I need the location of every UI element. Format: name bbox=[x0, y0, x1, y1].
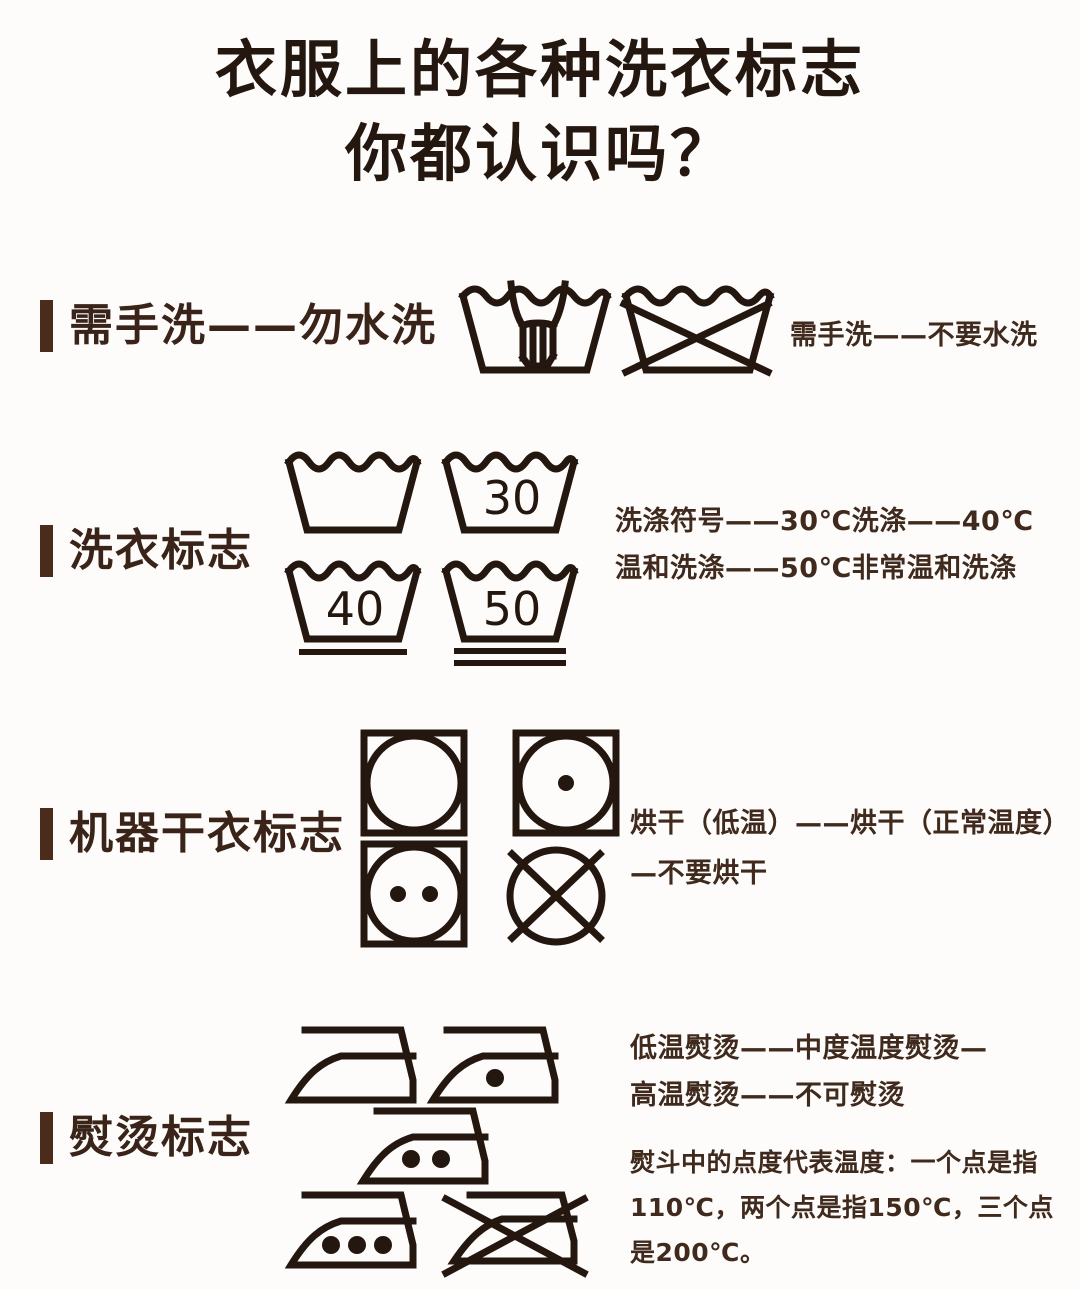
wash-tub-50-value: 50 bbox=[483, 582, 542, 636]
section-washing-label-text: 洗衣标志 bbox=[69, 525, 253, 576]
do-not-wash-tub-icon bbox=[618, 282, 778, 378]
section-ironing-note: 熨斗中的点度代表温度：一个点是指110℃，两个点是指150℃，三个点是200℃。 bbox=[630, 1148, 1054, 1267]
section-ironing-label: 熨烫标志 bbox=[40, 1112, 253, 1164]
section-ironing-label-text: 熨烫标志 bbox=[69, 1112, 253, 1163]
iron-three-dots-icon bbox=[283, 1187, 423, 1273]
title-line-2: 你都认识吗？ bbox=[344, 117, 735, 190]
wash-tub-plain-icon bbox=[283, 446, 423, 542]
section-tumble-dry-label-text: 机器干衣标志 bbox=[69, 808, 345, 859]
section-tumble-dry-caption-line-1: 烘干（低温）——烘干（正常温度） bbox=[630, 808, 1070, 839]
wash-tub-40-icon: 40 bbox=[283, 555, 423, 665]
section-ironing-caption-line-2: 高温熨烫——不可熨烫 bbox=[630, 1080, 905, 1111]
accent-bar-icon bbox=[40, 525, 53, 577]
section-tumble-dry-caption-line-2: —不要烘干 bbox=[630, 858, 768, 889]
accent-bar-icon bbox=[40, 1112, 53, 1164]
wash-tub-30-value: 30 bbox=[483, 471, 542, 525]
section-handwash-label-text: 需手洗——勿水洗 bbox=[69, 300, 437, 351]
section-tumble-dry-label: 机器干衣标志 bbox=[40, 808, 345, 860]
iron-two-dots-icon bbox=[355, 1103, 495, 1189]
section-ironing-caption-line-1: 低温熨烫——中度温度熨烫— bbox=[630, 1033, 988, 1064]
tumble-dry-low-icon bbox=[510, 727, 622, 839]
wash-tub-50-icon: 50 bbox=[440, 555, 580, 673]
wash-tub-30-icon: 30 bbox=[440, 446, 580, 542]
hand-wash-tub-icon bbox=[455, 280, 615, 378]
do-not-iron-icon bbox=[440, 1187, 590, 1283]
accent-bar-icon bbox=[40, 808, 53, 860]
section-washing-caption-line-2: 温和洗涤——50℃非常温和洗涤 bbox=[615, 553, 1017, 584]
tumble-dry-plain-icon bbox=[358, 727, 470, 839]
section-handwash-caption: 需手洗——不要水洗 bbox=[790, 320, 1038, 351]
section-handwash-label: 需手洗——勿水洗 bbox=[40, 300, 437, 352]
do-not-tumble-dry-icon bbox=[492, 840, 620, 952]
section-washing-label: 洗衣标志 bbox=[40, 525, 253, 577]
iron-plain-icon bbox=[283, 1022, 423, 1108]
page-title: 衣服上的各种洗衣标志 你都认识吗？ bbox=[0, 28, 1080, 196]
section-washing-caption-line-1: 洗涤符号——30℃洗涤——40℃ bbox=[615, 506, 1034, 537]
title-line-1: 衣服上的各种洗衣标志 bbox=[214, 33, 865, 106]
iron-one-dot-icon bbox=[425, 1022, 565, 1108]
wash-tub-40-value: 40 bbox=[326, 582, 385, 636]
accent-bar-icon bbox=[40, 300, 53, 352]
tumble-dry-normal-icon bbox=[358, 838, 470, 950]
